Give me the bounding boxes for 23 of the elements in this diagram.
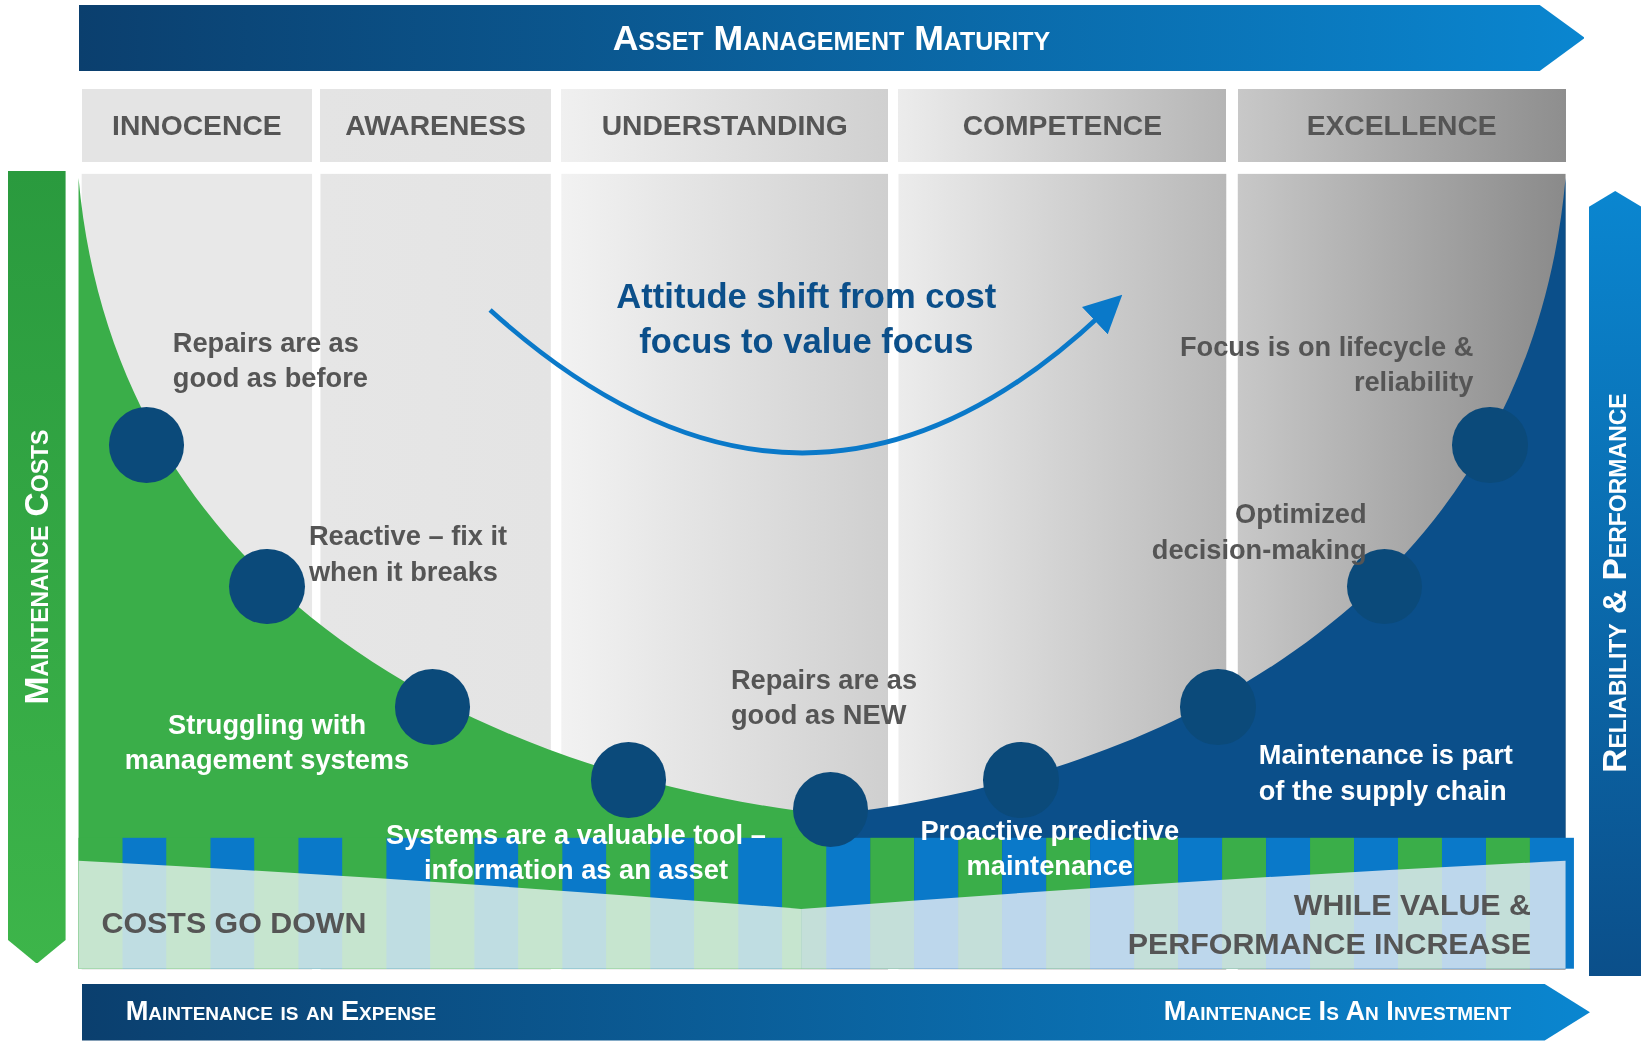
band-title: Asset Management Maturity xyxy=(611,16,1052,60)
stage-header: AWARENESS xyxy=(320,89,551,163)
arrow-band xyxy=(1588,190,1641,976)
stage-header: EXCELLENCE xyxy=(1237,89,1566,163)
milestone-caption: Maintenance is part of the supply chain xyxy=(1258,738,1514,808)
stage-header: INNOCENCE xyxy=(81,89,313,163)
milestone-caption: Struggling with management systems xyxy=(123,707,411,778)
axis-caption: COSTS GO DOWN xyxy=(101,904,368,941)
stage-header: UNDERSTANDING xyxy=(561,89,888,163)
band-title: Reliability & Performance xyxy=(1595,393,1634,773)
milestone-caption: Proactive predictive maintenance xyxy=(919,813,1181,883)
band-title: Maintenance is an Expense xyxy=(125,994,437,1027)
arrow-band xyxy=(8,170,66,964)
band-title: Maintenance Is An Investment xyxy=(1163,994,1512,1027)
arrow-band xyxy=(78,5,1585,72)
stage-header: COMPETENCE xyxy=(898,89,1227,163)
milestone-caption: Reactive – fix it when it breaks xyxy=(308,519,509,589)
axis-caption: WHILE VALUE & PERFORMANCE INCREASE xyxy=(1126,886,1531,963)
milestone-caption: Repairs are as good as NEW xyxy=(730,662,919,733)
annotation-text: Attitude shift from cost focus to value focus xyxy=(615,276,998,363)
band-title: Maintenance Costs xyxy=(18,429,57,705)
arrow-band xyxy=(81,984,1590,1041)
milestone-caption: Repairs are as good as before xyxy=(172,325,369,395)
